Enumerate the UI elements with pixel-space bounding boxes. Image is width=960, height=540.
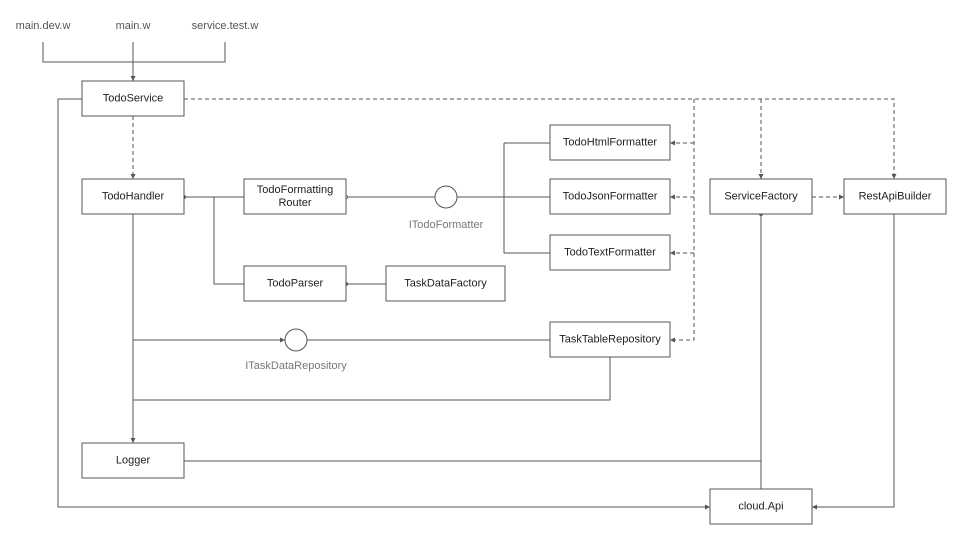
entry-service-test: service.test.w <box>192 20 259 32</box>
todo-parser-box[interactable]: TodoParser <box>243 265 347 302</box>
logger-box[interactable]: Logger <box>81 442 185 479</box>
rest-api-builder-rect <box>843 178 947 215</box>
rest-api-builder-label: RestApiBuilder <box>859 190 932 202</box>
task-data-repository-interface-icon <box>284 328 308 352</box>
todo-json-formatter-label: TodoJsonFormatter <box>563 190 658 202</box>
connectors <box>42 42 897 510</box>
entry-main-dev: main.dev.w <box>16 20 71 32</box>
todo-handler-box[interactable]: TodoHandler <box>81 178 185 215</box>
todo-service-label: TodoService <box>103 92 164 104</box>
task-table-repository-box[interactable]: TaskTableRepository <box>549 321 671 358</box>
service-factory-rect <box>709 178 813 215</box>
cloud-api-label: cloud.Api <box>738 500 783 512</box>
todo-service-rect <box>81 80 185 117</box>
task-data-factory-box[interactable]: TaskDataFactory <box>385 265 506 302</box>
task-table-repository-label: TaskTableRepository <box>559 333 661 345</box>
connector-edge-24 <box>57 98 710 510</box>
todo-service-box[interactable]: TodoService <box>81 80 185 117</box>
todo-json-formatter-rect <box>549 178 671 215</box>
todo-handler-rect <box>81 178 185 215</box>
todo-html-formatter-rect <box>549 124 671 161</box>
todo-parser-label: TodoParser <box>267 277 324 289</box>
connector-edge-21 <box>133 357 611 401</box>
rest-api-builder-box[interactable]: RestApiBuilder <box>843 178 947 215</box>
connector-edge-25 <box>812 214 895 510</box>
todo-formatting-router-label: Router <box>278 197 311 209</box>
todo-formatting-router-label: TodoFormatting <box>257 184 333 196</box>
connector-edge-11 <box>213 197 244 285</box>
todo-formatting-router-rect <box>243 178 347 215</box>
logger-rect <box>81 442 185 479</box>
todo-text-formatter-rect <box>549 234 671 271</box>
components: main.dev.w main.w service.test.w TodoSer… <box>16 20 947 525</box>
todo-formatter-interface-label: ITodoFormatter <box>409 219 484 231</box>
task-table-repository-rect <box>549 321 671 358</box>
cloud-api-box[interactable]: cloud.Api <box>709 488 813 525</box>
todo-parser-rect <box>243 265 347 302</box>
cloud-api-rect <box>709 488 813 525</box>
connector-edge-0 <box>42 42 226 63</box>
logger-label: Logger <box>116 454 151 466</box>
todo-handler-label: TodoHandler <box>102 190 165 202</box>
task-data-repository-interface-label: ITaskDataRepository <box>245 360 347 372</box>
todo-json-formatter-box[interactable]: TodoJsonFormatter <box>549 178 671 215</box>
todo-formatter-interface-icon <box>434 185 458 209</box>
service-factory-box[interactable]: ServiceFactory <box>709 178 813 215</box>
dependency-edge-5 <box>670 99 695 343</box>
task-data-factory-rect <box>385 265 506 302</box>
dependency-edge-3 <box>184 98 897 179</box>
task-data-factory-label: TaskDataFactory <box>404 277 487 289</box>
entry-main: main.w <box>116 20 151 32</box>
todo-text-formatter-box[interactable]: TodoTextFormatter <box>549 234 671 271</box>
todo-html-formatter-label: TodoHtmlFormatter <box>563 136 657 148</box>
service-factory-label: ServiceFactory <box>724 190 798 202</box>
todo-html-formatter-box[interactable]: TodoHtmlFormatter <box>549 124 671 161</box>
todo-text-formatter-label: TodoTextFormatter <box>564 246 656 258</box>
